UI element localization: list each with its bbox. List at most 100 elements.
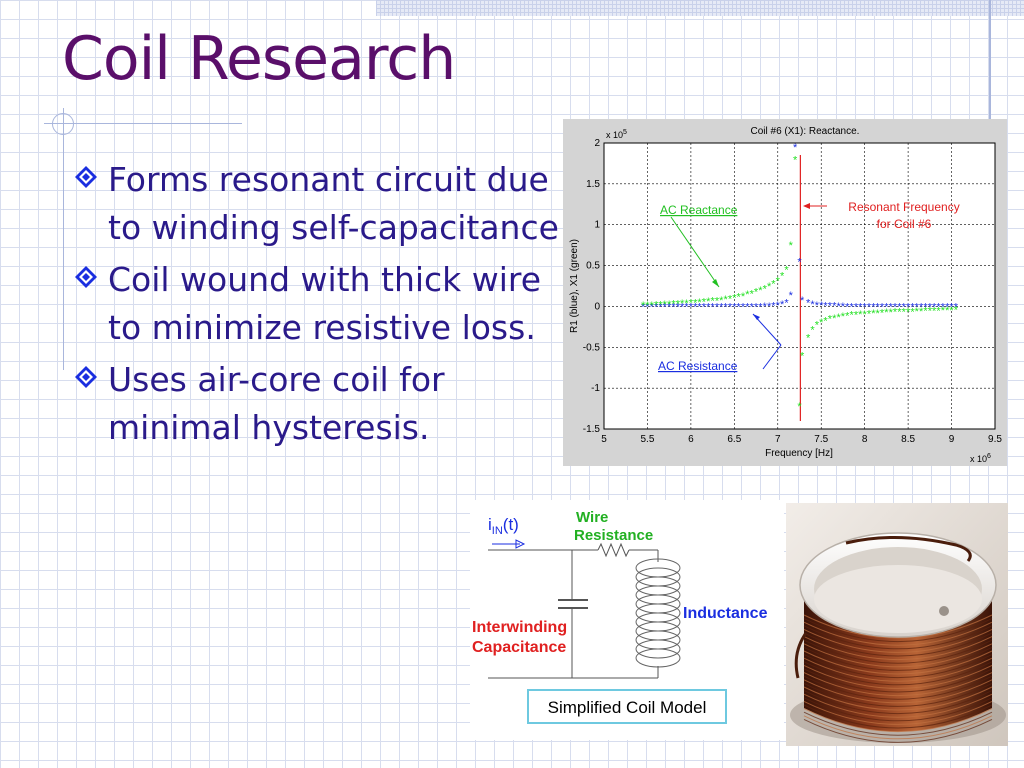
x-tick-label: 5.5: [640, 434, 654, 445]
data-point: *: [750, 288, 755, 300]
data-point: *: [800, 295, 805, 307]
mounting-screw: [939, 606, 949, 616]
winding-turn: [803, 646, 993, 671]
winding-turn: [803, 697, 993, 722]
data-point: *: [845, 301, 850, 313]
data-point: *: [784, 265, 789, 277]
data-point: *: [823, 315, 828, 327]
interwinding-label-2: Capacitance: [472, 639, 566, 656]
y-tick-label: 1: [594, 220, 600, 231]
data-point: *: [763, 283, 768, 295]
data-point: *: [936, 301, 941, 313]
winding-turn: [803, 679, 993, 704]
data-point: *: [732, 292, 737, 304]
data-point: *: [832, 313, 837, 325]
y-scale-label: x 105: [606, 129, 627, 140]
data-point: *: [680, 301, 685, 313]
data-point: *: [954, 301, 959, 313]
data-point: *: [880, 308, 885, 320]
data-point: *: [689, 297, 694, 309]
data-point: *: [902, 301, 907, 313]
data-point: *: [836, 312, 841, 324]
inductor-coil: [635, 558, 681, 668]
winding-turn: [803, 682, 993, 707]
x-tick-label: 8.5: [901, 434, 915, 445]
winding-turn: [803, 621, 993, 646]
data-point: *: [841, 311, 846, 323]
model-caption: Simplified Coil Model: [548, 698, 707, 717]
data-point: *: [780, 299, 785, 311]
data-point: *: [806, 297, 811, 309]
data-point: *: [932, 301, 937, 313]
data-point: *: [676, 301, 681, 313]
data-point: *: [680, 298, 685, 310]
y-tick-label: 2: [594, 138, 600, 149]
data-point: *: [945, 305, 950, 317]
resonant-arrowhead: [803, 203, 810, 209]
winding-turn: [803, 614, 993, 639]
y-tick-label: 1.5: [586, 179, 600, 190]
data-point: *: [650, 301, 655, 313]
data-point: *: [684, 301, 689, 313]
winding-turn: [803, 632, 993, 657]
diamond-bullet-icon: [75, 166, 97, 188]
data-point: *: [763, 301, 768, 313]
data-point: *: [750, 301, 755, 313]
winding-turn: [803, 657, 993, 682]
data-point: *: [910, 301, 915, 313]
data-point: *: [932, 306, 937, 318]
data-point: *: [702, 301, 707, 313]
winding-turn: [803, 625, 993, 650]
data-point: *: [819, 317, 824, 329]
data-point: *: [728, 293, 733, 305]
header-pattern-band: [376, 0, 1024, 16]
chart-title: Coil #6 (X1): Reactance.: [751, 126, 860, 137]
data-point: *: [906, 306, 911, 318]
data-point: *: [880, 301, 885, 313]
data-point: *: [784, 297, 789, 309]
data-point: *: [815, 300, 820, 312]
winding-turn: [803, 715, 993, 740]
data-point: *: [758, 301, 763, 313]
data-point: *: [654, 299, 659, 311]
data-point: *: [919, 306, 924, 318]
plot-area: [603, 142, 996, 430]
data-point: *: [737, 292, 742, 304]
data-point: *: [663, 299, 668, 311]
data-point: *: [737, 301, 742, 313]
data-point: *: [719, 295, 724, 307]
data-point: *: [897, 307, 902, 319]
wire-resistance-label-1: Wire: [576, 509, 608, 526]
data-point: *: [780, 270, 785, 282]
data-point: *: [871, 301, 876, 313]
data-point: *: [854, 301, 859, 313]
data-point: *: [667, 299, 672, 311]
data-point: *: [815, 319, 820, 331]
data-point: *: [849, 301, 854, 313]
coil-model-diagram: iIN(t) Wire Resistance Inductance Interw…: [470, 500, 784, 740]
ac-resistance-annotation: AC Resistance: [658, 359, 738, 373]
y-tick-label: -0.5: [583, 342, 601, 353]
data-point: *: [906, 301, 911, 313]
data-point: *: [845, 310, 850, 322]
data-point: *: [776, 300, 781, 312]
data-point: *: [654, 301, 659, 313]
data-point: *: [884, 301, 889, 313]
data-point: *: [823, 301, 828, 313]
data-point: *: [719, 301, 724, 313]
ac-reactance-arrowhead: [712, 279, 719, 287]
wire-lead: [845, 535, 972, 562]
data-point: *: [828, 314, 833, 326]
data-point: *: [928, 306, 933, 318]
data-point: *: [745, 301, 750, 313]
wire-lead-side: [794, 632, 808, 679]
data-point: *: [797, 401, 802, 413]
bullet-text: Forms resonant circuit due to winding se…: [108, 160, 559, 247]
data-point: *: [915, 301, 920, 313]
data-point: *: [876, 308, 881, 320]
winding-turn: [803, 700, 993, 725]
x-tick-label: 6: [688, 434, 694, 445]
data-point: *: [945, 301, 950, 313]
data-point: *: [793, 142, 798, 154]
